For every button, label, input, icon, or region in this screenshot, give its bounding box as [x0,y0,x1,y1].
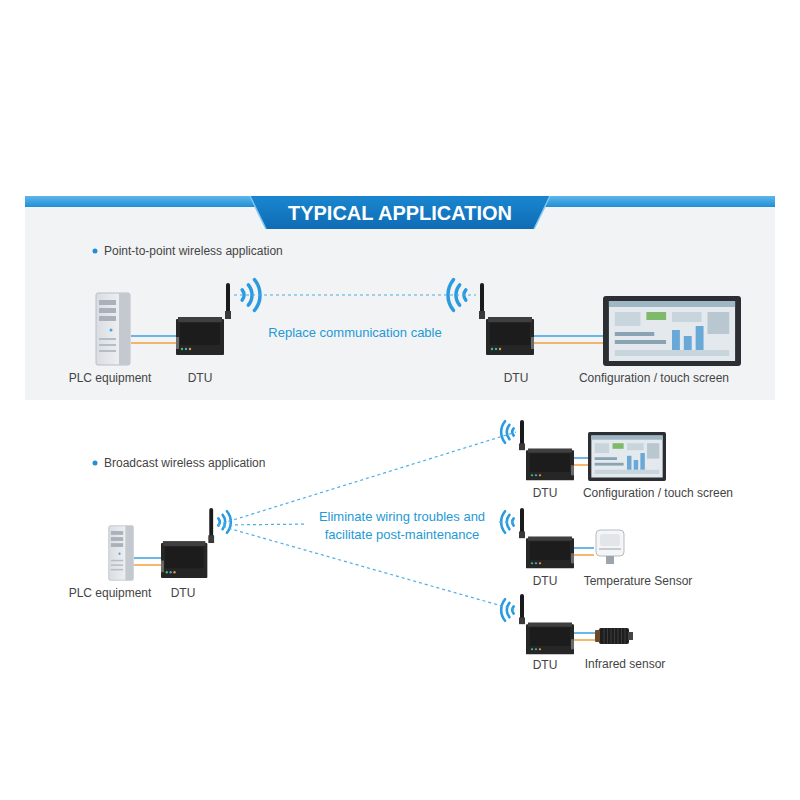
signal-wire [574,457,588,459]
device-label: DTU [533,574,558,588]
cable-link [131,336,176,343]
signal-wire [534,335,603,337]
device-node: Configuration / touch screen [552,432,702,500]
section-label: Broadcast wireless application [104,456,265,470]
note-text: Eliminate wiring troubles and facilitate… [307,508,497,544]
bullet-dot [93,461,98,466]
wave-arc [501,421,505,443]
cable-link [574,633,595,640]
dtu-device [516,508,574,570]
device-shape [108,525,134,581]
device-node: DTU [476,283,534,385]
signal-wire [574,639,595,641]
cable-link [134,558,161,565]
device-node: PLC equipment [80,525,163,600]
signal-wire [534,342,603,344]
device-node: DTU [161,508,217,600]
device-shape [516,420,574,482]
device-shape [594,528,626,566]
device-label: DTU [188,371,213,385]
device-label: DTU [533,486,558,500]
cable-link [574,458,588,465]
wireless-link [234,295,476,296]
signal-wire [574,464,588,466]
device-node: DTU [516,420,574,500]
dtu-device [516,594,574,656]
wave-arc [512,606,513,613]
touch-screen [588,432,666,481]
link-label: Replace communication cable [266,325,443,341]
signal-wire [574,547,594,549]
dtu-device [176,283,234,357]
dtu-device [516,420,574,482]
device-shape [595,625,633,647]
device-label: Temperature Sensor [584,574,693,588]
device-label: PLC equipment [69,371,152,385]
signal-wire [134,557,161,559]
device-node: Temperature Sensor [556,528,665,588]
device-shape [476,283,534,357]
device-shape [95,292,131,366]
signal-wire [131,335,176,337]
signal-wire [131,342,176,344]
dashed-link [234,294,476,295]
wave-arc [501,599,505,621]
cable-link [574,548,594,555]
device-node: DTU [516,508,574,588]
infrared-sensor [595,625,633,647]
touch-screen [603,296,741,366]
temperature-sensor [594,528,626,566]
device-shape [588,432,666,481]
device-shape [176,283,234,357]
device-label: PLC equipment [69,586,152,600]
signal-wire [574,554,594,556]
device-label: Configuration / touch screen [583,486,733,500]
signal-wire [134,564,161,566]
wave-arc [507,425,510,439]
device-node: Configuration / touch screen [597,296,747,385]
plc-tower [108,525,134,581]
wave-arc [507,603,510,617]
wave-arc [227,511,231,533]
device-label: DTU [171,586,196,600]
device-shape [161,508,217,580]
device-label: DTU [533,658,558,672]
top-panel [25,207,775,400]
device-label: Configuration / touch screen [579,371,729,385]
wave-arc [512,428,513,435]
device-shape [516,508,574,570]
device-node: DTU [176,283,234,385]
dtu-device [161,508,217,580]
plc-tower [95,292,131,366]
device-node: PLC equipment [72,292,155,385]
cable-link [534,336,603,343]
device-label: DTU [504,371,529,385]
bullet-dot [93,249,98,254]
device-shape [516,594,574,656]
section-label: Point-to-point wireless application [104,244,283,258]
device-shape [603,296,741,366]
banner-title: TYPICAL APPLICATION [0,201,800,225]
device-node: DTU [516,594,574,672]
device-node: Infrared sensor [574,625,655,671]
device-label: Infrared sensor [585,657,666,671]
signal-wire [574,632,595,634]
dtu-device [476,283,534,357]
